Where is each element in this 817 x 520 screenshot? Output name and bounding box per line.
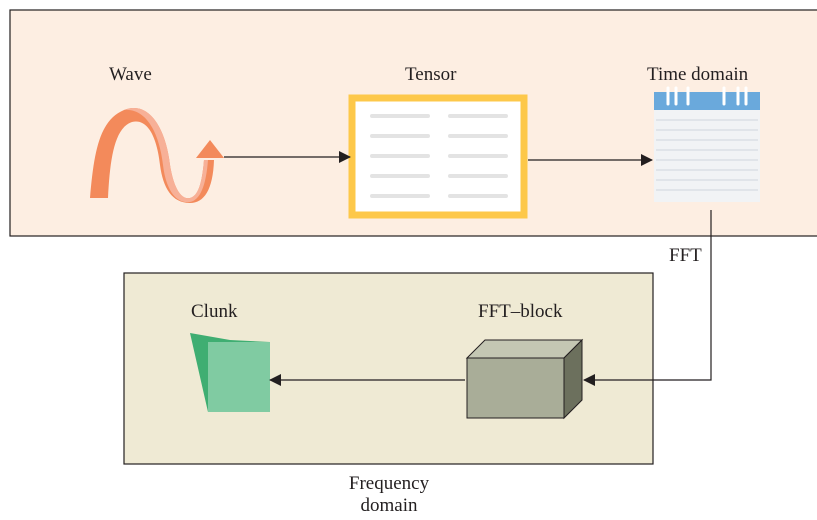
green-chunk-icon — [190, 333, 270, 412]
fft-label: FFT — [669, 245, 702, 266]
fft-block-label: FFT–block — [478, 301, 563, 322]
clunk-label: Clunk — [191, 301, 238, 322]
calendar-sheet-icon — [654, 86, 760, 202]
frequency-domain-label: Frequency domain — [339, 473, 439, 517]
tensor-label: Tensor — [405, 64, 457, 85]
frequency-domain-label-line2: domain — [360, 495, 418, 516]
tensor-table-icon — [348, 94, 528, 219]
cube-block-icon — [465, 338, 584, 420]
frequency-domain-label-line1: Frequency — [348, 473, 430, 494]
wave-ribbon-icon — [90, 108, 224, 203]
arrow-time-domain-to-fft-block — [583, 210, 712, 386]
wave-label: Wave — [109, 64, 152, 85]
time-domain-label: Time domain — [647, 64, 749, 85]
